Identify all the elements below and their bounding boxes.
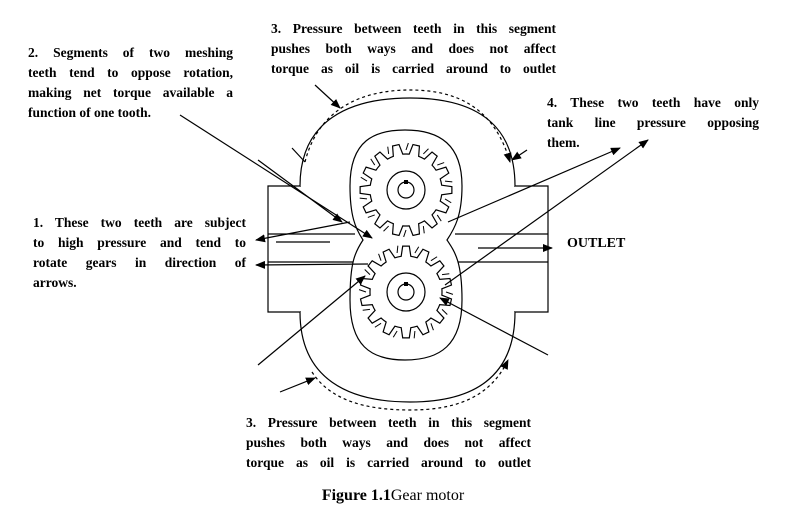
pointer-note-1-b <box>255 260 369 269</box>
annotation-note-3-top: 3. Pressure between teeth in this segmen… <box>271 19 556 79</box>
gear-keyway <box>404 180 408 184</box>
oil-pocket-mark <box>436 214 442 222</box>
figure-number: Figure 1.1 <box>321 487 391 504</box>
pointer-note-2-b <box>257 159 343 223</box>
annotation-note-4: 4. These two teeth have only tank line p… <box>547 93 759 153</box>
oil-pocket-mark <box>414 246 420 254</box>
outlet-port <box>455 233 548 263</box>
note-1-line: rotate gears in direction of <box>33 255 246 270</box>
oil-pocket-mark <box>383 225 389 232</box>
annotation-note-3-bottom: 3. Pressure between teeth in this segmen… <box>246 413 531 473</box>
figure-title: Gear motor <box>390 487 465 504</box>
oil-pocket-mark <box>364 269 371 275</box>
note-3-top-line: torque as oil is carried around to outle… <box>271 61 556 76</box>
oil-pocket-mark <box>403 229 407 238</box>
pointer-note-3-top-left <box>314 84 341 109</box>
oil-pocket-mark <box>405 142 409 151</box>
note-4-line: tank line pressure opposing <box>547 115 759 130</box>
note-1-line: 1. These two teeth are subject <box>33 215 246 230</box>
pointer-note-4-b <box>444 139 649 286</box>
note-4-line: them. <box>547 135 580 150</box>
pointer-note-1-a <box>255 221 351 243</box>
inlet-port <box>268 233 355 263</box>
annotation-note-2: 2. Segments of two meshing teeth tend to… <box>28 43 233 123</box>
note-1-line: arrows. <box>33 275 77 290</box>
gear-shaft-bore <box>397 283 415 301</box>
oil-pocket-mark <box>441 309 448 315</box>
oil-pocket-mark <box>444 180 453 183</box>
oil-pocket-mark <box>422 225 425 234</box>
oil-pocket-mark <box>358 289 367 293</box>
gear-keyway <box>404 282 408 286</box>
note-4-line: 4. These two teeth have only <box>547 95 759 110</box>
oil-pocket-mark <box>396 245 399 254</box>
oil-flow-arc-bottom <box>311 359 509 411</box>
note-2-line: teeth tend to oppose rotation, <box>28 65 233 80</box>
gear-shaft-bore <box>397 181 415 199</box>
oil-pocket-mark <box>370 158 376 166</box>
note-2-line: function of one tooth. <box>28 105 152 120</box>
pointer-note-3-bottom-right <box>439 297 549 356</box>
oil-pocket-mark <box>362 308 371 311</box>
outlet-label: OUTLET <box>567 236 626 251</box>
oil-pocket-mark <box>444 198 452 204</box>
oil-pocket-mark <box>445 291 454 295</box>
oil-pocket-mark <box>437 162 445 166</box>
pointer-note-3-top-left-b <box>291 147 306 163</box>
oil-pocket-mark <box>423 148 429 155</box>
oil-pocket-mark <box>359 197 368 200</box>
pointer-note-3-bottom-left <box>257 275 366 366</box>
upper-gear <box>359 142 453 238</box>
note-1-line: to high pressure and tend to <box>33 235 246 250</box>
note-3-top-line: 3. Pressure between teeth in this segmen… <box>271 21 556 36</box>
oil-pocket-mark <box>430 256 438 262</box>
note-2-line: 2. Segments of two meshing <box>28 45 233 60</box>
oil-pocket-mark <box>392 330 398 338</box>
note-3-bottom-line: torque as oil is carried around to outle… <box>246 455 531 470</box>
pointer-note-4-a <box>447 147 621 223</box>
oil-flow-arc-top <box>304 89 512 163</box>
pointer-note-3-bottom-left-b <box>279 377 316 393</box>
pointer-note-3-top-right <box>511 149 528 161</box>
oil-pocket-mark <box>441 273 450 276</box>
lower-gear <box>358 245 454 339</box>
oil-pocket-mark <box>367 214 375 218</box>
oil-pocket-mark <box>360 176 368 182</box>
note-3-bottom-line: 3. Pressure between teeth in this segmen… <box>246 415 531 430</box>
note-2-line: making net torque available a <box>28 85 233 100</box>
oil-pocket-mark <box>374 322 382 328</box>
note-3-top-line: pushes both ways and does not affect <box>271 41 556 56</box>
oil-pocket-mark <box>387 146 390 155</box>
figure-caption: Figure 1.1Gear motor <box>0 487 786 505</box>
annotation-note-1: 1. These two teeth are subject to high p… <box>33 213 246 293</box>
oil-pocket-mark <box>413 330 416 339</box>
oil-pocket-mark <box>378 253 382 261</box>
oil-pocket-mark <box>430 323 434 331</box>
note-3-bottom-line: pushes both ways and does not affect <box>246 435 531 450</box>
